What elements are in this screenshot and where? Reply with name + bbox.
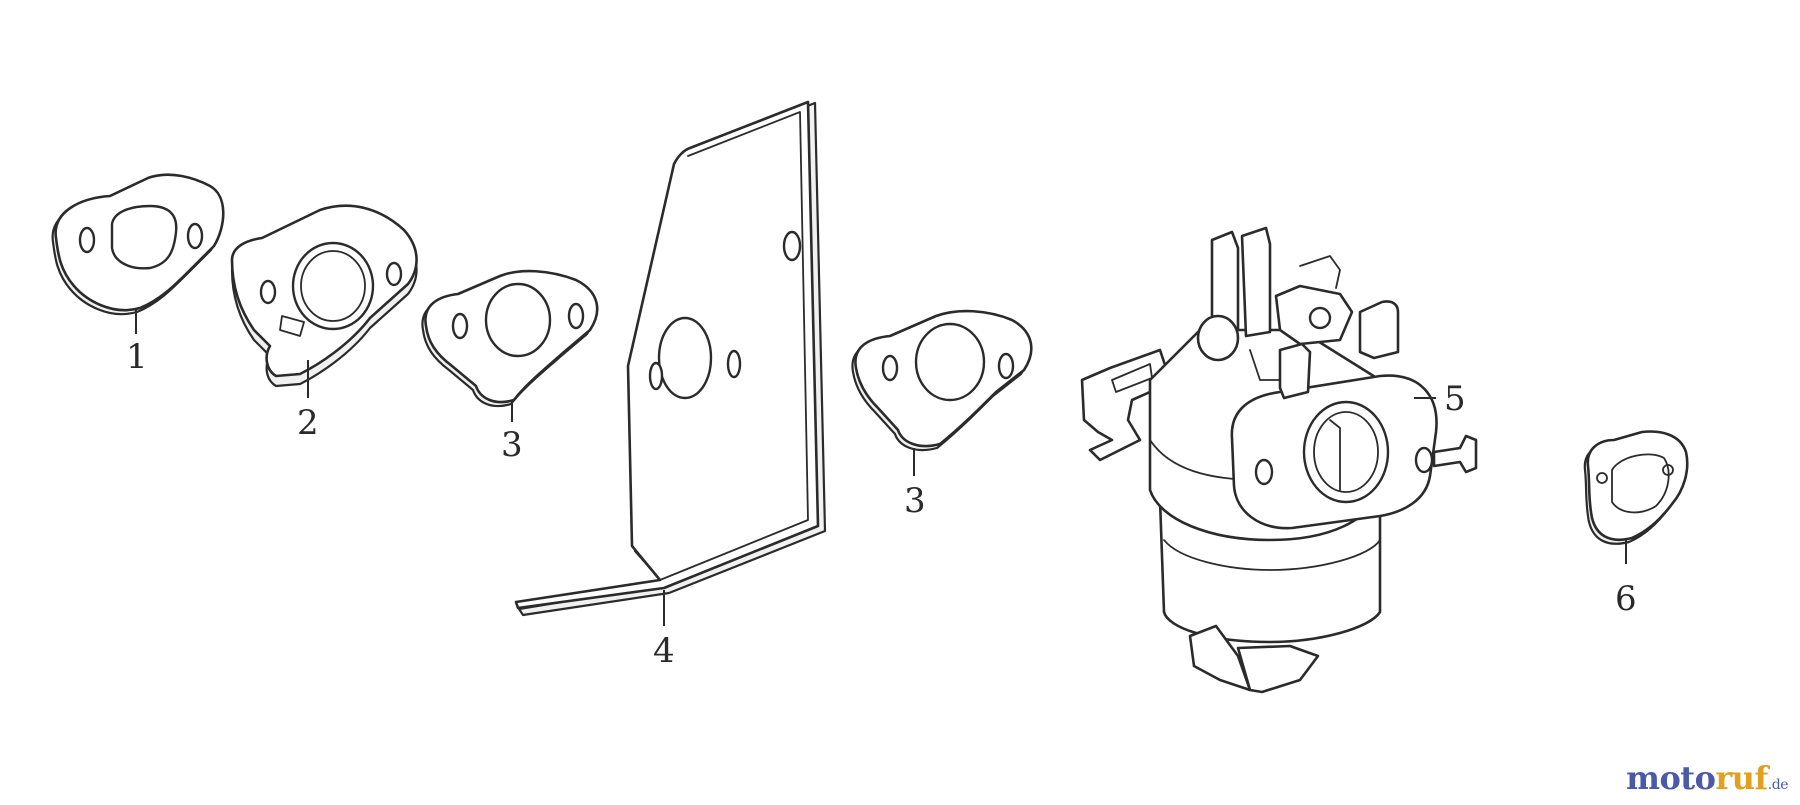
callout-leaders <box>135 308 1627 626</box>
part-1-gasket <box>51 173 225 316</box>
part-2-insulator <box>230 204 418 388</box>
logo-text-a: moto <box>1626 759 1716 797</box>
callout-1: 1 <box>126 337 148 377</box>
part-4-heat-shield <box>514 100 827 617</box>
callout-6: 6 <box>1615 579 1637 619</box>
part-5-carburetor <box>1080 226 1478 694</box>
callout-4: 4 <box>653 631 675 671</box>
callout-3a: 3 <box>501 425 523 465</box>
logo-tld: .de <box>1767 777 1789 793</box>
callout-5: 5 <box>1444 379 1466 419</box>
part-3-gasket-a <box>421 269 599 408</box>
callout-2: 2 <box>297 403 319 443</box>
part-3-gasket-b <box>851 309 1033 452</box>
logo-text-b: ruf <box>1715 759 1768 797</box>
motoruf-logo: motoruf.de <box>1626 759 1788 797</box>
callout-3b: 3 <box>904 481 926 521</box>
part-6-gasket <box>1583 430 1689 545</box>
